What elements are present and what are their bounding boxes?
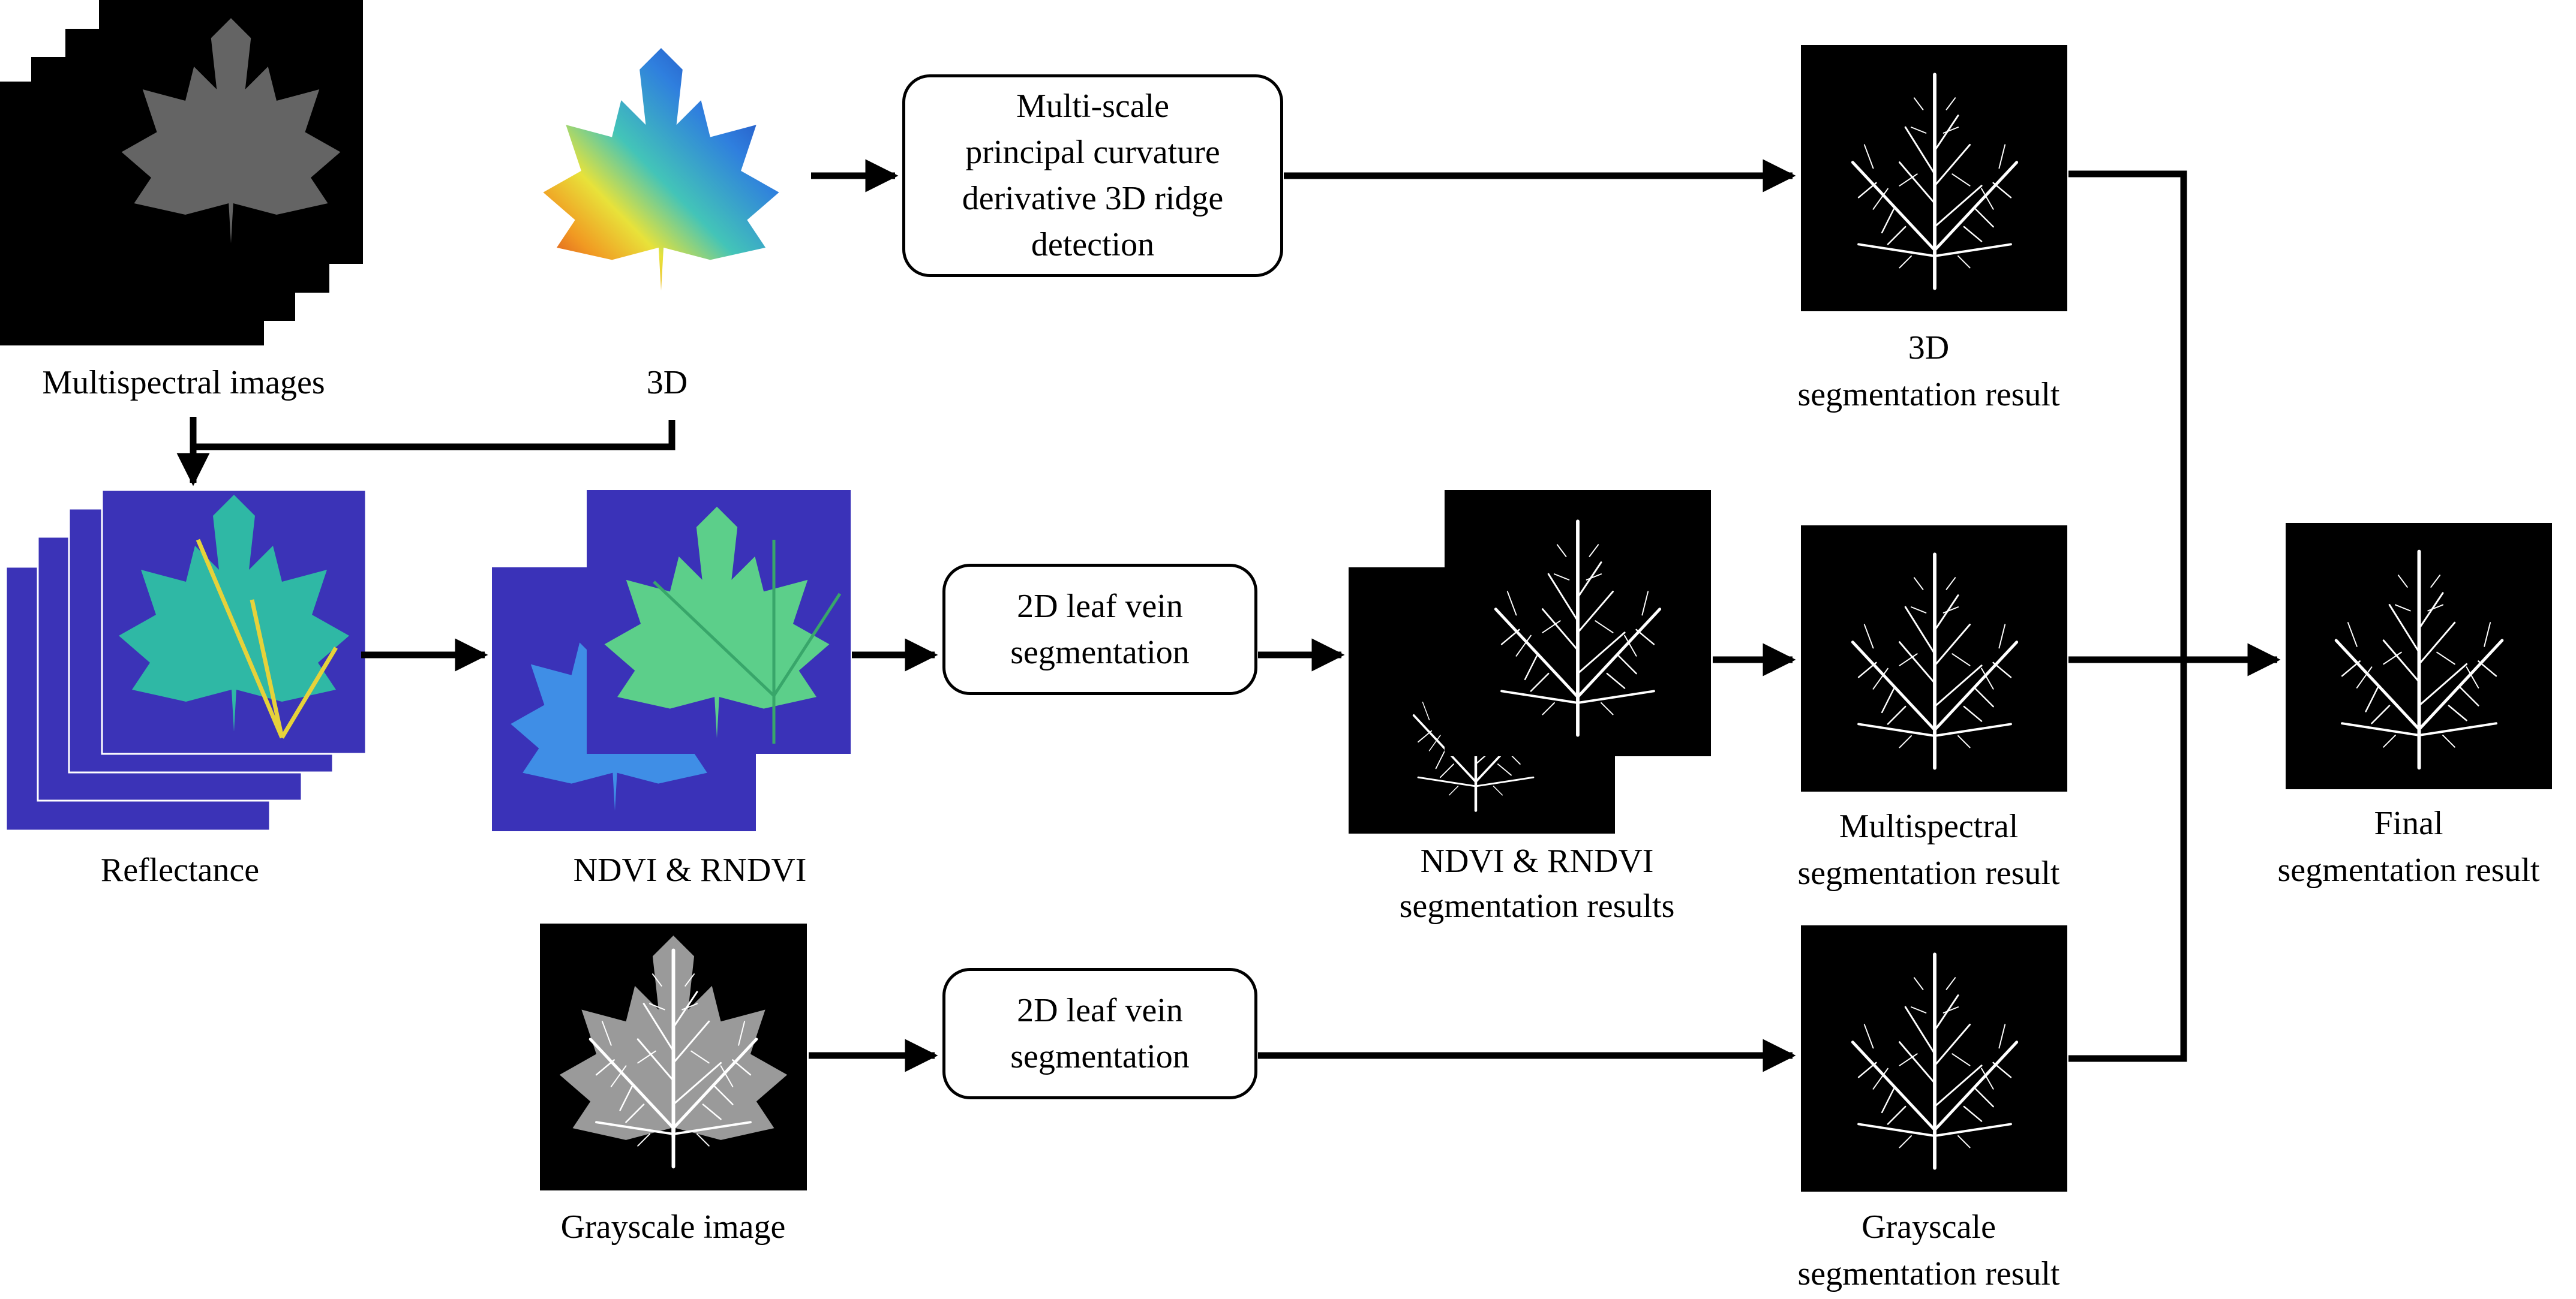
reflectance-leaf-veins bbox=[196, 539, 338, 739]
reflectance-label: Reflectance bbox=[100, 852, 260, 889]
multispectral-seg-label-line1: Multispectral bbox=[1839, 808, 2019, 845]
rndvi-leaf-veins bbox=[653, 540, 842, 744]
ndvi-rndvi-results-label-line2: segmentation results bbox=[1399, 888, 1675, 925]
vein-segmentation-bottom-text: 2D leaf vein segmentation bbox=[1010, 991, 1190, 1075]
seg-3d-label-line2: segmentation result bbox=[1797, 376, 2060, 413]
seg-3d-label-line1: 3D bbox=[1908, 329, 1950, 366]
grayscale-image-label: Grayscale image bbox=[560, 1208, 786, 1246]
ridge-detection-text: Multi-scale principal curvature derivati… bbox=[962, 88, 1224, 263]
final-seg-label-line1: Final bbox=[2374, 805, 2443, 842]
multispectral-seg-label-line2: segmentation result bbox=[1797, 855, 2060, 892]
multispectral-images-label: Multispectral images bbox=[42, 364, 325, 401]
ndvi-rndvi-label: NDVI & RNDVI bbox=[573, 852, 807, 889]
grayscale-seg-label-line1: Grayscale bbox=[1862, 1208, 1996, 1246]
ndvi-rndvi-results-label-line1: NDVI & RNDVI bbox=[1420, 843, 1654, 880]
connector-to-reflectance bbox=[176, 420, 675, 486]
merge-bus-line bbox=[2068, 170, 2187, 1062]
vein-segmentation-box-middle: 2D leaf vein segmentation bbox=[942, 564, 1257, 695]
vein-segmentation-box-bottom: 2D leaf vein segmentation bbox=[942, 968, 1257, 1099]
leaf-3d-render bbox=[543, 48, 779, 291]
final-seg-label-line2: segmentation result bbox=[2277, 852, 2540, 889]
grayscale-seg-label-line2: segmentation result bbox=[1797, 1255, 2060, 1292]
ridge-detection-box: Multi-scale principal curvature derivati… bbox=[902, 74, 1283, 277]
three-d-label: 3D bbox=[646, 364, 688, 401]
vein-segmentation-middle-text: 2D leaf vein segmentation bbox=[1010, 587, 1190, 671]
